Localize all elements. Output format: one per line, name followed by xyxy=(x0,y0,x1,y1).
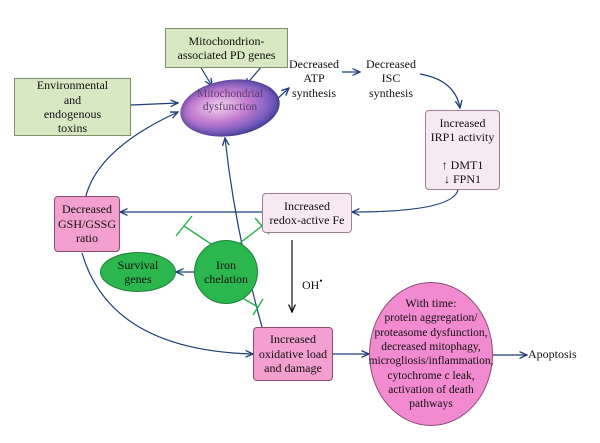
survival-genes-oval: Survival genes xyxy=(100,252,176,292)
fpn1-label: ↓ FPN1 xyxy=(443,172,481,187)
apoptosis-label: Apoptosis xyxy=(528,347,577,361)
decreased-atp-label: Decreased ATP synthesis xyxy=(289,57,339,100)
arrow-oxidative-load-to-mito xyxy=(225,138,263,328)
toxins-box: Environmental and endogenous toxins xyxy=(14,78,131,136)
irp1-box: Increased IRP1 activity ↑ DMT1 ↓ FPN1 xyxy=(425,110,500,190)
gsh-gssg-box: Decreased GSH/GSSG ratio xyxy=(54,196,120,252)
arrow-irp1-to-redox-fe xyxy=(352,189,459,212)
oh-text: OH xyxy=(302,278,320,293)
with-time-oval: With time: protein aggregation/ proteaso… xyxy=(369,282,493,426)
redox-active-fe-box: Increased redox-active Fe xyxy=(262,193,352,233)
radical-dot: • xyxy=(319,276,323,287)
decreased-isc-label: Decreased ISC synthesis xyxy=(366,57,416,100)
arrow-isc-to-irp1 xyxy=(419,73,460,108)
irp1-label: Increased IRP1 activity xyxy=(430,116,495,145)
pd-genes-box: Mitochondrion- associated PD genes xyxy=(165,28,288,68)
arrow-pd-genes-to-mito-left xyxy=(199,65,212,86)
with-time-heading: With time: xyxy=(405,296,457,311)
arrow-gsh-to-oxidative-load xyxy=(81,252,253,354)
mitochondrial-dysfunction-label: Mitochondrial dysfunction xyxy=(197,88,263,114)
oxidative-load-box: Increased oxidative load and damage xyxy=(253,327,333,381)
inhibition-chelation-to-gsh xyxy=(175,215,215,247)
dmt1-label: ↑ DMT1 xyxy=(441,157,484,172)
arrow-toxins-to-mito xyxy=(130,103,178,105)
iron-chelation-oval: Iron chelation xyxy=(194,240,258,304)
arrow-gsh-to-mito xyxy=(84,112,178,201)
with-time-body: protein aggregation/ proteasome dysfunct… xyxy=(368,312,494,411)
hydroxyl-radical-label: OH• xyxy=(302,262,342,293)
